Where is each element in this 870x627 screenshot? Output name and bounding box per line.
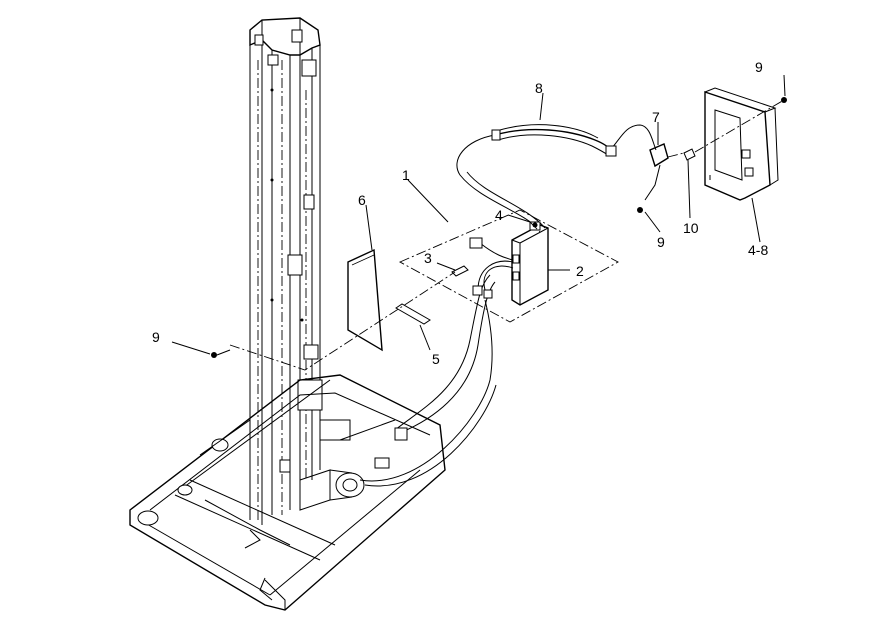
- callout-2: 2: [576, 263, 584, 279]
- screw-9-right: [637, 207, 643, 213]
- screw-9-top: [781, 97, 787, 103]
- mounting-bracket: [704, 87, 779, 201]
- base-frame: [129, 374, 446, 611]
- callout-9-top: 9: [755, 59, 763, 75]
- spacer-10: [683, 148, 696, 161]
- harness-8: [491, 124, 617, 157]
- callout-6: 6: [358, 192, 366, 208]
- assembly-line-right: [667, 99, 785, 158]
- callout-5: 5: [432, 351, 440, 367]
- bracket-5: [395, 303, 431, 325]
- screw-9-left: [211, 349, 231, 358]
- callout-3: 3: [424, 250, 432, 266]
- callout-10: 10: [683, 220, 699, 236]
- mast-column: [249, 17, 323, 525]
- callout-4: 4: [495, 207, 503, 223]
- leader-lines: [171, 74, 786, 355]
- callout-1: 1: [402, 167, 410, 183]
- sensor-7: [609, 124, 669, 201]
- wire-harnesses: [359, 134, 546, 487]
- assembly-line-left: [229, 271, 456, 371]
- callout-labels: 1 2 3 4 5 6 7 8 9 9 9 10 4-8: [152, 59, 768, 367]
- pcb-assembly-group: [398, 209, 619, 323]
- callout-9-right: 9: [657, 234, 665, 250]
- cover-plate: [347, 248, 383, 352]
- callout-4-8: 4-8: [748, 242, 768, 258]
- callout-9-left: 9: [152, 329, 160, 345]
- callout-7: 7: [652, 109, 660, 125]
- callout-8: 8: [535, 80, 543, 96]
- screw-4: [532, 222, 538, 228]
